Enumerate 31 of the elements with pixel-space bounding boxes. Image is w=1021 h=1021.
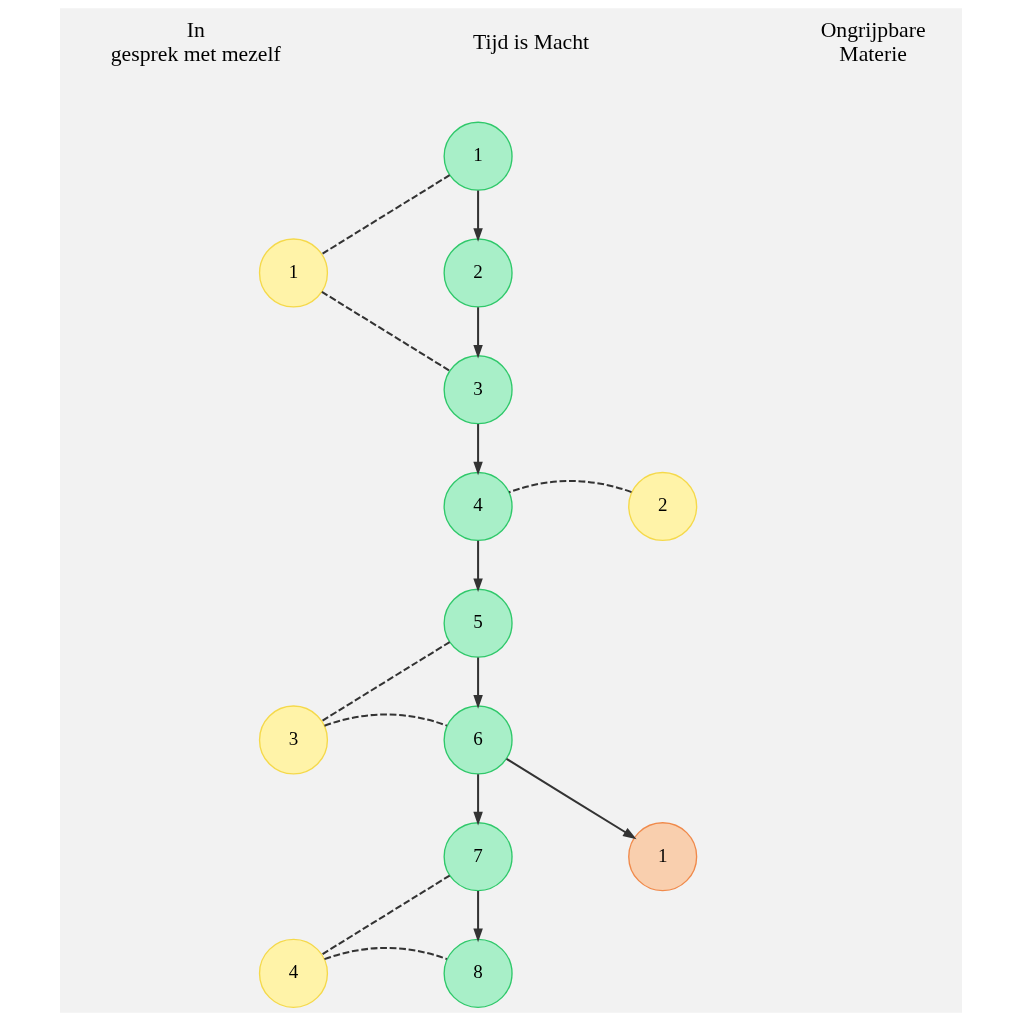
label: In gesprek met mezelf bbox=[110, 17, 281, 66]
node-circle: 3 bbox=[258, 705, 328, 775]
node-circle: 2 bbox=[627, 471, 697, 542]
arrow bbox=[472, 190, 483, 242]
arrow bbox=[472, 657, 483, 709]
node-circle: 4 bbox=[442, 471, 513, 542]
node-circle: 1 bbox=[442, 121, 513, 191]
connector bbox=[321, 874, 450, 956]
arrow bbox=[472, 774, 483, 826]
connector bbox=[508, 479, 632, 494]
connector bbox=[320, 291, 450, 372]
node-circle: 8 bbox=[442, 938, 513, 1008]
arrow bbox=[505, 757, 637, 840]
label: Ongrijpbare Materie bbox=[820, 17, 926, 66]
node-circle: 6 bbox=[442, 705, 513, 775]
connector bbox=[321, 641, 450, 722]
node-circle: 4 bbox=[258, 938, 328, 1008]
node-circle: 5 bbox=[442, 588, 513, 658]
connector bbox=[321, 174, 450, 255]
arrow bbox=[472, 540, 483, 592]
node-circle: 3 bbox=[442, 355, 513, 425]
node-circle: 1 bbox=[258, 238, 328, 308]
node-circle: 1 bbox=[627, 822, 697, 892]
node-circle: 2 bbox=[442, 238, 513, 308]
arrow bbox=[472, 424, 483, 476]
connector bbox=[323, 946, 447, 961]
label: Tijd is Macht bbox=[472, 29, 589, 54]
arrow bbox=[472, 891, 483, 943]
arrow bbox=[472, 307, 483, 359]
connector bbox=[323, 713, 447, 727]
node-circle: 7 bbox=[442, 822, 513, 892]
